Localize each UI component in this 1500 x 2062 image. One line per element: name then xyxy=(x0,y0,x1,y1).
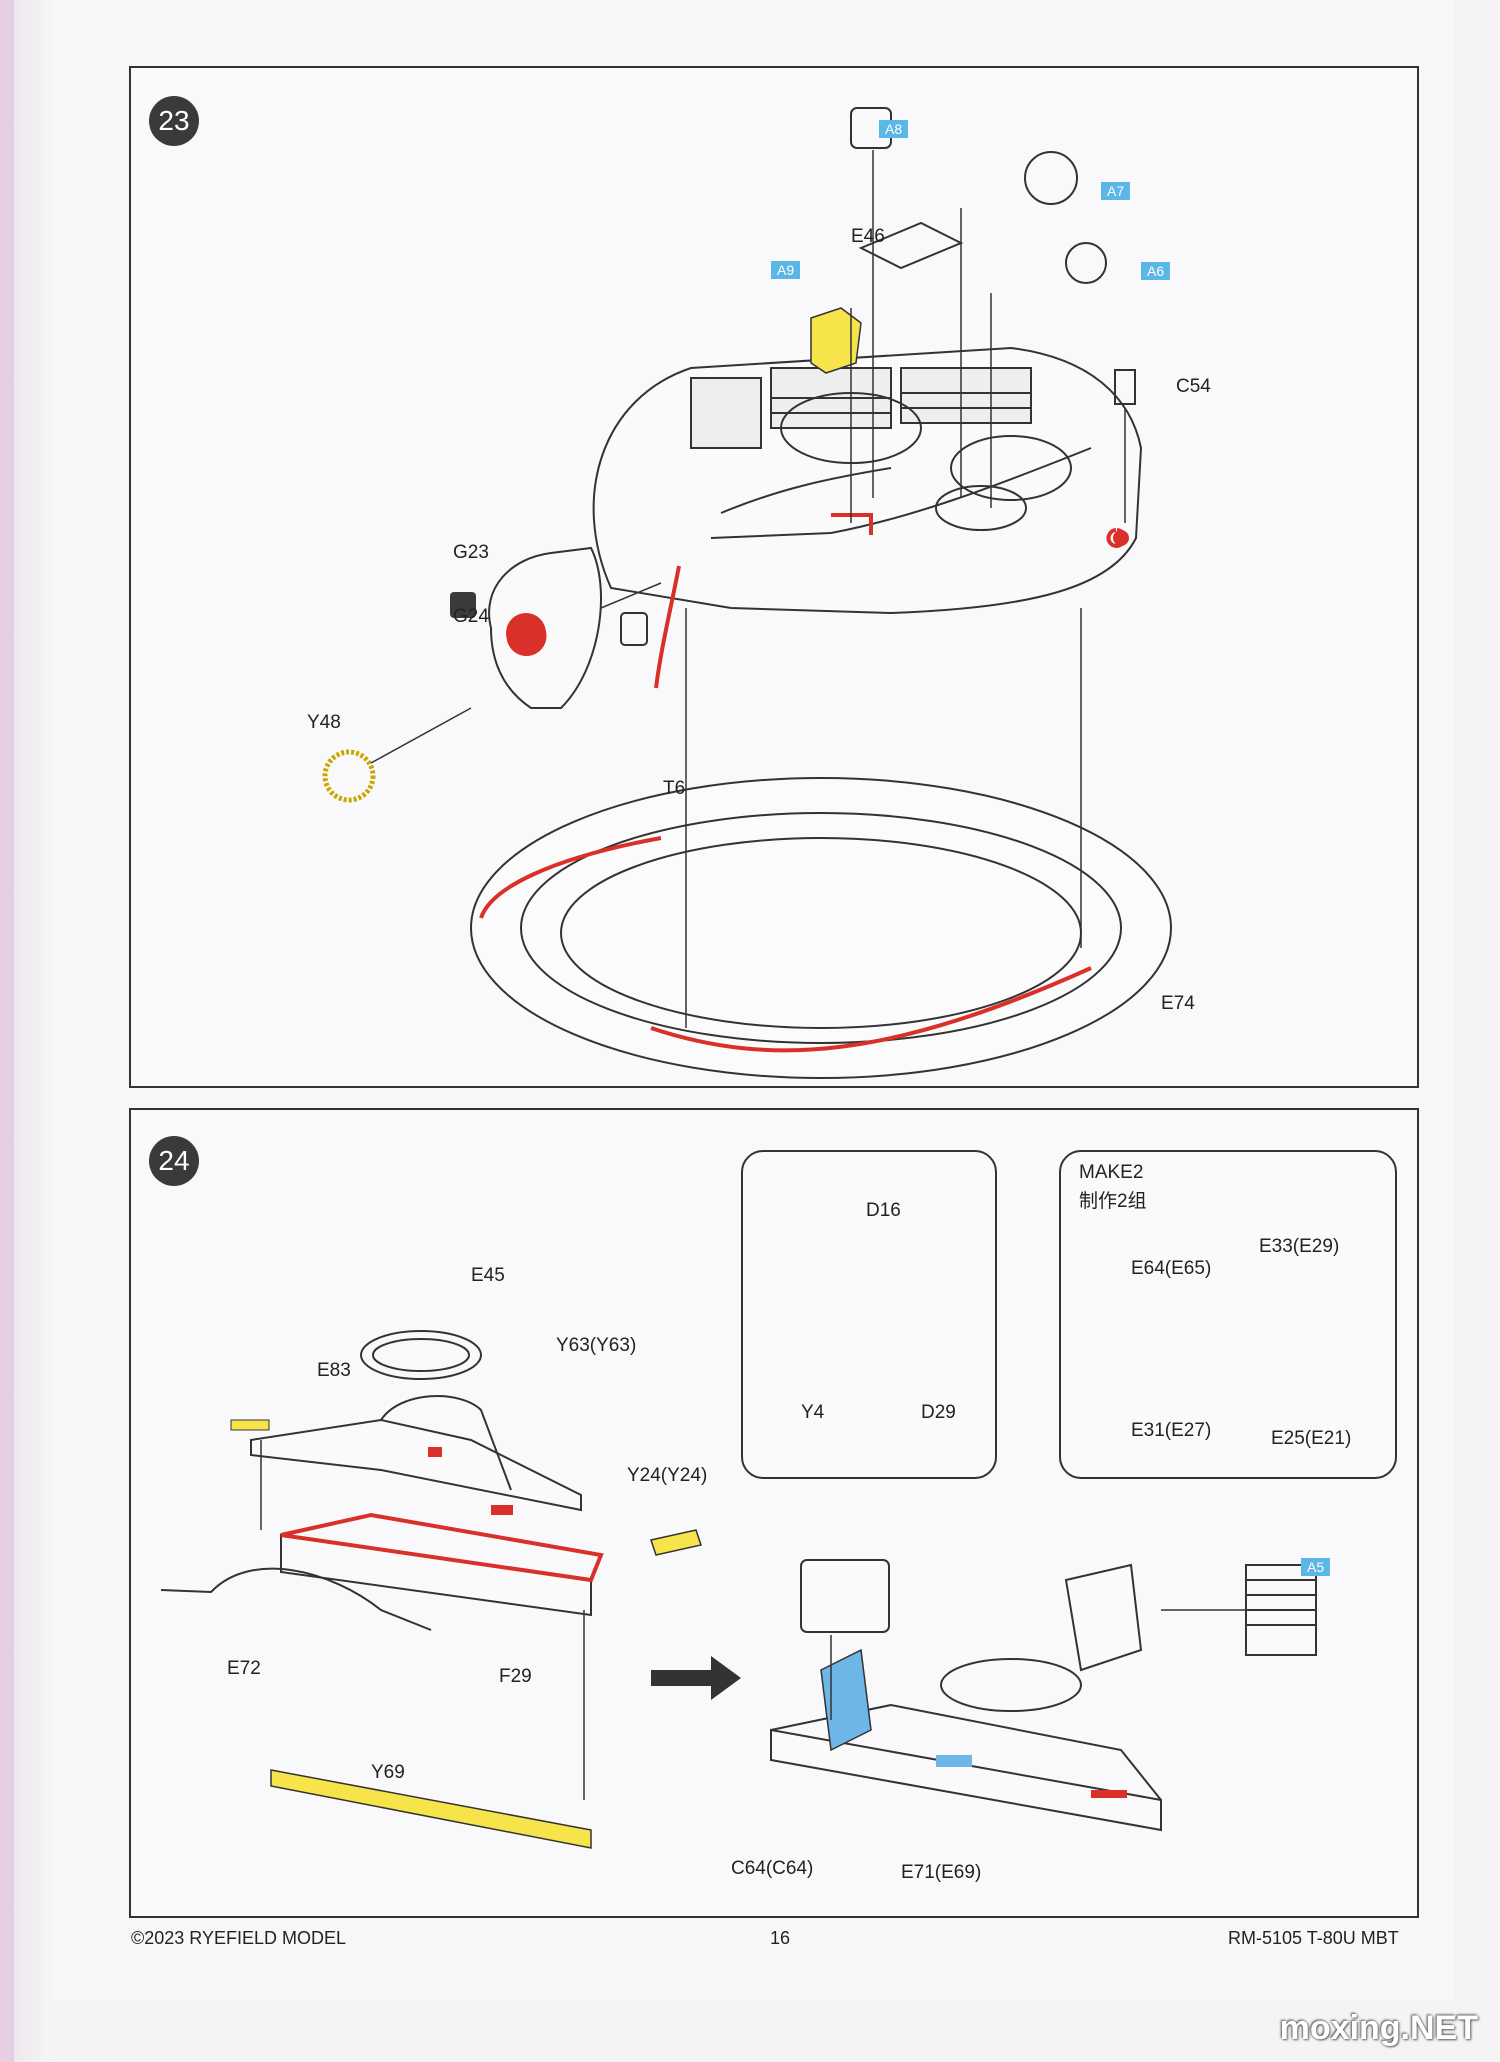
label-e72: E72 xyxy=(227,1658,261,1679)
label-e64: E64(E65) xyxy=(1131,1258,1212,1279)
label-e33: E33(E29) xyxy=(1259,1236,1340,1257)
label-g23: G23 xyxy=(453,542,489,563)
label-c54: C54 xyxy=(1176,376,1211,397)
footer-page-number: 16 xyxy=(770,1928,791,1948)
page-stack-edge xyxy=(14,0,54,2062)
tag-a9: A9 xyxy=(771,261,801,279)
detail-bubble-make2 xyxy=(1059,1150,1397,1479)
label-d29: D29 xyxy=(921,1402,956,1423)
label-e31: E31(E27) xyxy=(1131,1420,1212,1441)
label-e71: E71(E69) xyxy=(901,1862,982,1883)
label-e46: E46 xyxy=(851,226,885,247)
label-t6: T6 xyxy=(663,778,686,799)
tag-a8: A8 xyxy=(879,120,909,138)
turret-ring xyxy=(470,777,1172,1079)
tag-a7: A7 xyxy=(1101,182,1131,200)
a9-pe-part xyxy=(810,307,862,374)
y48-ring xyxy=(322,749,376,803)
blue-part xyxy=(820,1648,872,1752)
label-y24: Y24(Y24) xyxy=(627,1465,708,1486)
label-make2: MAKE2 xyxy=(1079,1162,1144,1183)
label-f29: F29 xyxy=(499,1666,532,1687)
label-e74: E74 xyxy=(1161,993,1195,1014)
tag-a6: A6 xyxy=(1141,262,1171,280)
step-24-number: 24 xyxy=(149,1136,199,1186)
label-c64: C64(C64) xyxy=(731,1858,814,1879)
label-e45: E45 xyxy=(471,1265,505,1286)
pe-y24 xyxy=(650,1529,702,1556)
footer-product: RM-5105 T-80U MBT xyxy=(1228,1928,1399,1948)
label-d16: D16 xyxy=(866,1200,901,1221)
big-arrow xyxy=(651,1656,741,1700)
tag-a5: A5 xyxy=(1301,1558,1331,1576)
label-y48: Y48 xyxy=(307,712,341,733)
label-y63: Y63(Y63) xyxy=(556,1335,637,1356)
step-23-panel: 23 A8 A7 A6 A9 E46 C54 G23 G24 Y48 T6 E7… xyxy=(129,66,1419,1088)
watermark: moxing.NET xyxy=(1279,2009,1478,2047)
label-e25: E25(E21) xyxy=(1271,1428,1352,1449)
pe-y69 xyxy=(270,1769,592,1849)
label-g24: G24 xyxy=(453,606,489,627)
label-e83: E83 xyxy=(317,1360,351,1381)
label-y4: Y4 xyxy=(801,1402,825,1423)
footer-copyright: ©2023 RYEFIELD MODEL xyxy=(131,1928,347,1948)
detail-bubble-d16 xyxy=(741,1150,997,1479)
page-edge xyxy=(0,0,14,2062)
label-make2-cn: 制作2组 xyxy=(1079,1191,1147,1212)
step-24-panel: 24 E45 E83 Y63(Y63) Y24(Y24) E72 F29 Y69… xyxy=(129,1108,1419,1918)
label-y69: Y69 xyxy=(371,1762,405,1783)
step-23-number: 23 xyxy=(149,96,199,146)
step-23-drawing xyxy=(322,107,1172,1079)
step-24-drawing xyxy=(160,1244,1330,1849)
